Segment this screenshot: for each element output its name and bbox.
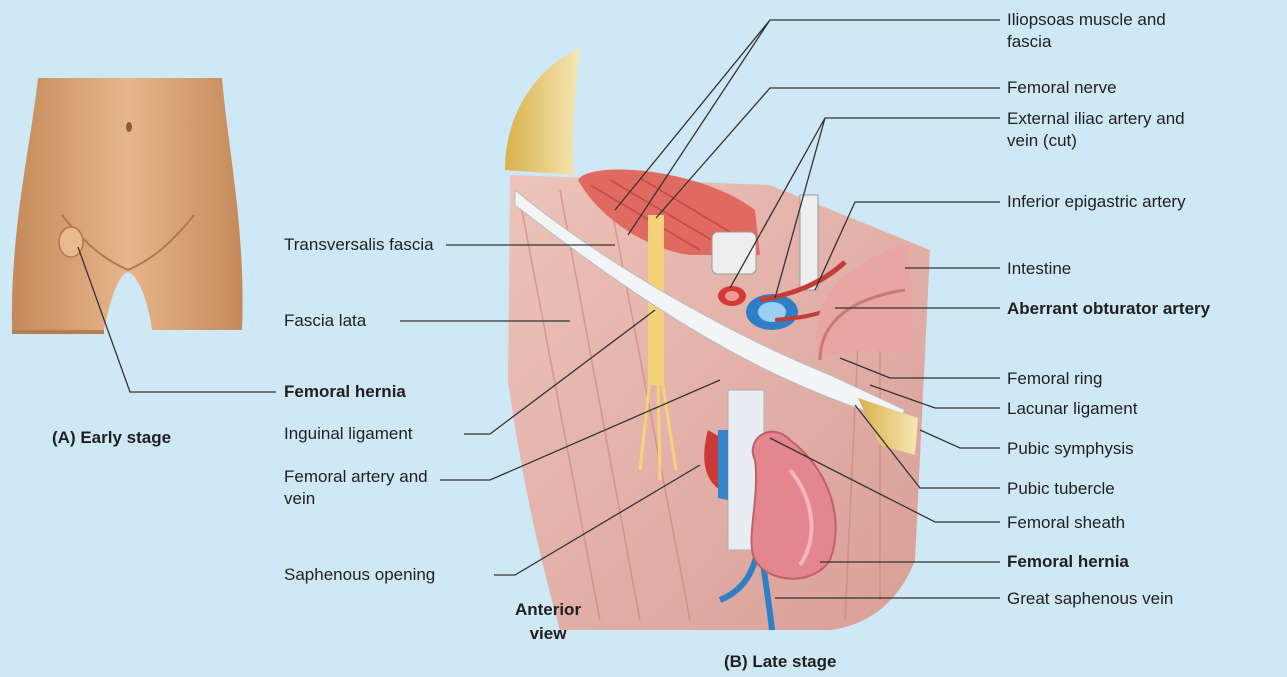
caption-late-stage: (B) Late stage — [724, 652, 836, 672]
label-pubic-symphysis: Pubic symphysis — [1007, 438, 1134, 460]
label-pubic-tubercle: Pubic tubercle — [1007, 478, 1115, 500]
label-femoral-ring: Femoral ring — [1007, 368, 1102, 390]
label-femoral-hernia-right: Femoral hernia — [1007, 551, 1129, 573]
label-femoral-artery-vein: Femoral artery and vein — [284, 466, 434, 510]
label-great-saphenous: Great saphenous vein — [1007, 588, 1173, 610]
label-external-iliac: External iliac artery and vein (cut) — [1007, 108, 1207, 152]
label-inguinal-ligament: Inguinal ligament — [284, 423, 413, 445]
label-transversalis-fascia: Transversalis fascia — [284, 234, 434, 256]
label-inferior-epigastric: Inferior epigastric artery — [1007, 191, 1186, 213]
caption-early-stage: (A) Early stage — [52, 428, 171, 448]
label-femoral-sheath: Femoral sheath — [1007, 512, 1125, 534]
label-fascia-lata: Fascia lata — [284, 310, 366, 332]
label-saphenous-opening: Saphenous opening — [284, 564, 435, 586]
label-intestine: Intestine — [1007, 258, 1071, 280]
label-femoral-nerve: Femoral nerve — [1007, 77, 1117, 99]
label-iliopsoas: Iliopsoas muscle and fascia — [1007, 9, 1167, 53]
label-femoral-hernia-left: Femoral hernia — [284, 381, 406, 403]
label-lacunar-ligament: Lacunar ligament — [1007, 398, 1137, 420]
label-aberrant-obturator: Aberrant obturator artery — [1007, 298, 1210, 320]
caption-anterior-view: Anterior view — [508, 598, 588, 646]
early-stage-figure — [12, 78, 243, 334]
